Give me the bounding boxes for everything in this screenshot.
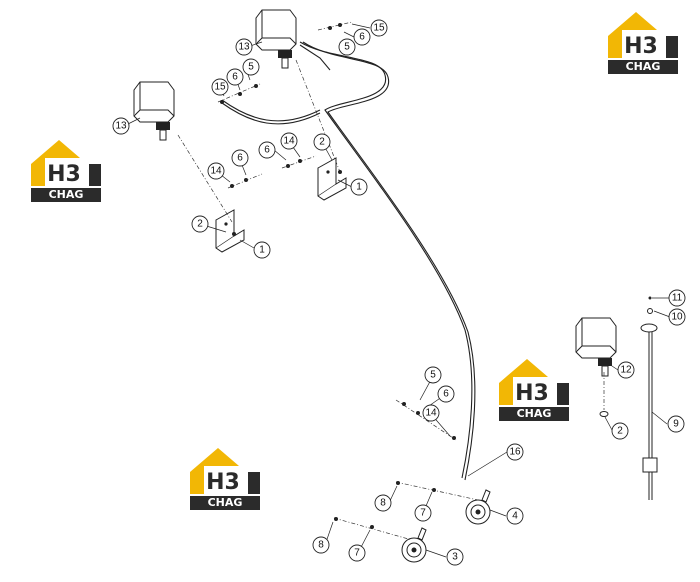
logo-mark: H3 — [515, 381, 549, 406]
callout-7: 7 — [348, 544, 366, 562]
svg-text:2: 2 — [319, 137, 325, 148]
svg-text:8: 8 — [380, 498, 386, 509]
svg-text:15: 15 — [214, 82, 226, 93]
brand-logo: H3 CHAG — [608, 12, 678, 74]
svg-text:6: 6 — [237, 153, 243, 164]
callout-15: 15 — [211, 78, 229, 96]
work-lamp — [255, 9, 297, 69]
callout-6: 6 — [437, 385, 455, 403]
svg-text:2: 2 — [617, 426, 623, 437]
callout-5: 5 — [424, 366, 442, 384]
callout-12: 12 — [617, 361, 635, 379]
callout-3: 3 — [446, 548, 464, 566]
svg-text:5: 5 — [248, 62, 254, 73]
brand-logo: H3 CHAG — [499, 359, 569, 421]
logo-word: CHAG — [208, 496, 243, 509]
wiring-harness — [299, 41, 473, 479]
fasteners — [220, 23, 456, 529]
svg-text:3: 3 — [452, 552, 458, 563]
callout-13: 13 — [112, 117, 130, 135]
logo-mark: H3 — [206, 470, 240, 495]
svg-text:6: 6 — [359, 32, 365, 43]
callout-4: 4 — [506, 507, 524, 525]
svg-text:9: 9 — [673, 419, 679, 430]
svg-text:6: 6 — [232, 72, 238, 83]
washer — [599, 411, 609, 417]
svg-text:1: 1 — [259, 245, 265, 256]
level-rod — [640, 296, 658, 500]
callout-6: 6 — [258, 141, 276, 159]
lamp-cable — [221, 102, 321, 125]
logo-word: CHAG — [517, 407, 552, 420]
callout-16: 16 — [506, 443, 524, 461]
work-lamp — [133, 81, 175, 141]
svg-text:7: 7 — [420, 508, 426, 519]
svg-text:8: 8 — [318, 540, 324, 551]
callout-10: 10 — [668, 308, 686, 326]
svg-text:6: 6 — [264, 145, 270, 156]
callout-5: 5 — [338, 38, 356, 56]
logo-mark: H3 — [624, 34, 658, 59]
svg-text:14: 14 — [283, 136, 295, 147]
logo-word: CHAG — [49, 188, 84, 201]
svg-text:14: 14 — [425, 408, 437, 419]
svg-text:10: 10 — [671, 312, 683, 323]
callout-2: 2 — [191, 215, 209, 233]
callout-13: 13 — [235, 38, 253, 56]
callout-8: 8 — [312, 536, 330, 554]
mounting-bracket — [215, 209, 245, 253]
callout-1: 1 — [253, 241, 271, 259]
callout-2: 2 — [611, 422, 629, 440]
brand-logo: H3 CHAG — [190, 448, 260, 510]
svg-text:6: 6 — [443, 389, 449, 400]
lamp-cable — [221, 99, 321, 122]
callout-6: 6 — [231, 149, 249, 167]
callout-14: 14 — [422, 404, 440, 422]
callout-11: 11 — [668, 289, 686, 307]
svg-text:13: 13 — [238, 42, 250, 53]
callout-5: 5 — [242, 58, 260, 76]
callout-7: 7 — [414, 504, 432, 522]
svg-text:15: 15 — [373, 23, 385, 34]
svg-text:2: 2 — [197, 219, 203, 230]
svg-text:5: 5 — [344, 42, 350, 53]
callout-2: 2 — [313, 133, 331, 151]
work-lamp — [575, 317, 617, 377]
wiring-harness — [302, 41, 476, 481]
horn — [465, 489, 491, 525]
svg-text:4: 4 — [512, 511, 518, 522]
svg-text:11: 11 — [672, 293, 683, 304]
svg-text:12: 12 — [620, 365, 632, 376]
svg-text:1: 1 — [356, 182, 362, 193]
mounting-bracket — [317, 157, 347, 201]
logo-mark: H3 — [47, 162, 81, 187]
callout-8: 8 — [374, 494, 392, 512]
callout-9: 9 — [667, 415, 685, 433]
brand-logo: H3 CHAG — [31, 140, 101, 202]
callout-1: 1 — [350, 178, 368, 196]
callout-6: 6 — [353, 28, 371, 46]
callout-15: 15 — [370, 19, 388, 37]
svg-text:5: 5 — [430, 370, 436, 381]
callout-14: 14 — [280, 132, 298, 150]
lamp-cable — [299, 44, 331, 71]
leader-lines — [127, 23, 671, 558]
callout-14: 14 — [207, 162, 225, 180]
svg-text:16: 16 — [509, 447, 521, 458]
logo-word: CHAG — [626, 60, 661, 73]
svg-text:7: 7 — [354, 548, 360, 559]
horn — [401, 527, 427, 563]
svg-text:13: 13 — [115, 121, 127, 132]
callout-6: 6 — [226, 68, 244, 86]
svg-text:14: 14 — [210, 166, 222, 177]
assembly-lines — [177, 21, 605, 541]
